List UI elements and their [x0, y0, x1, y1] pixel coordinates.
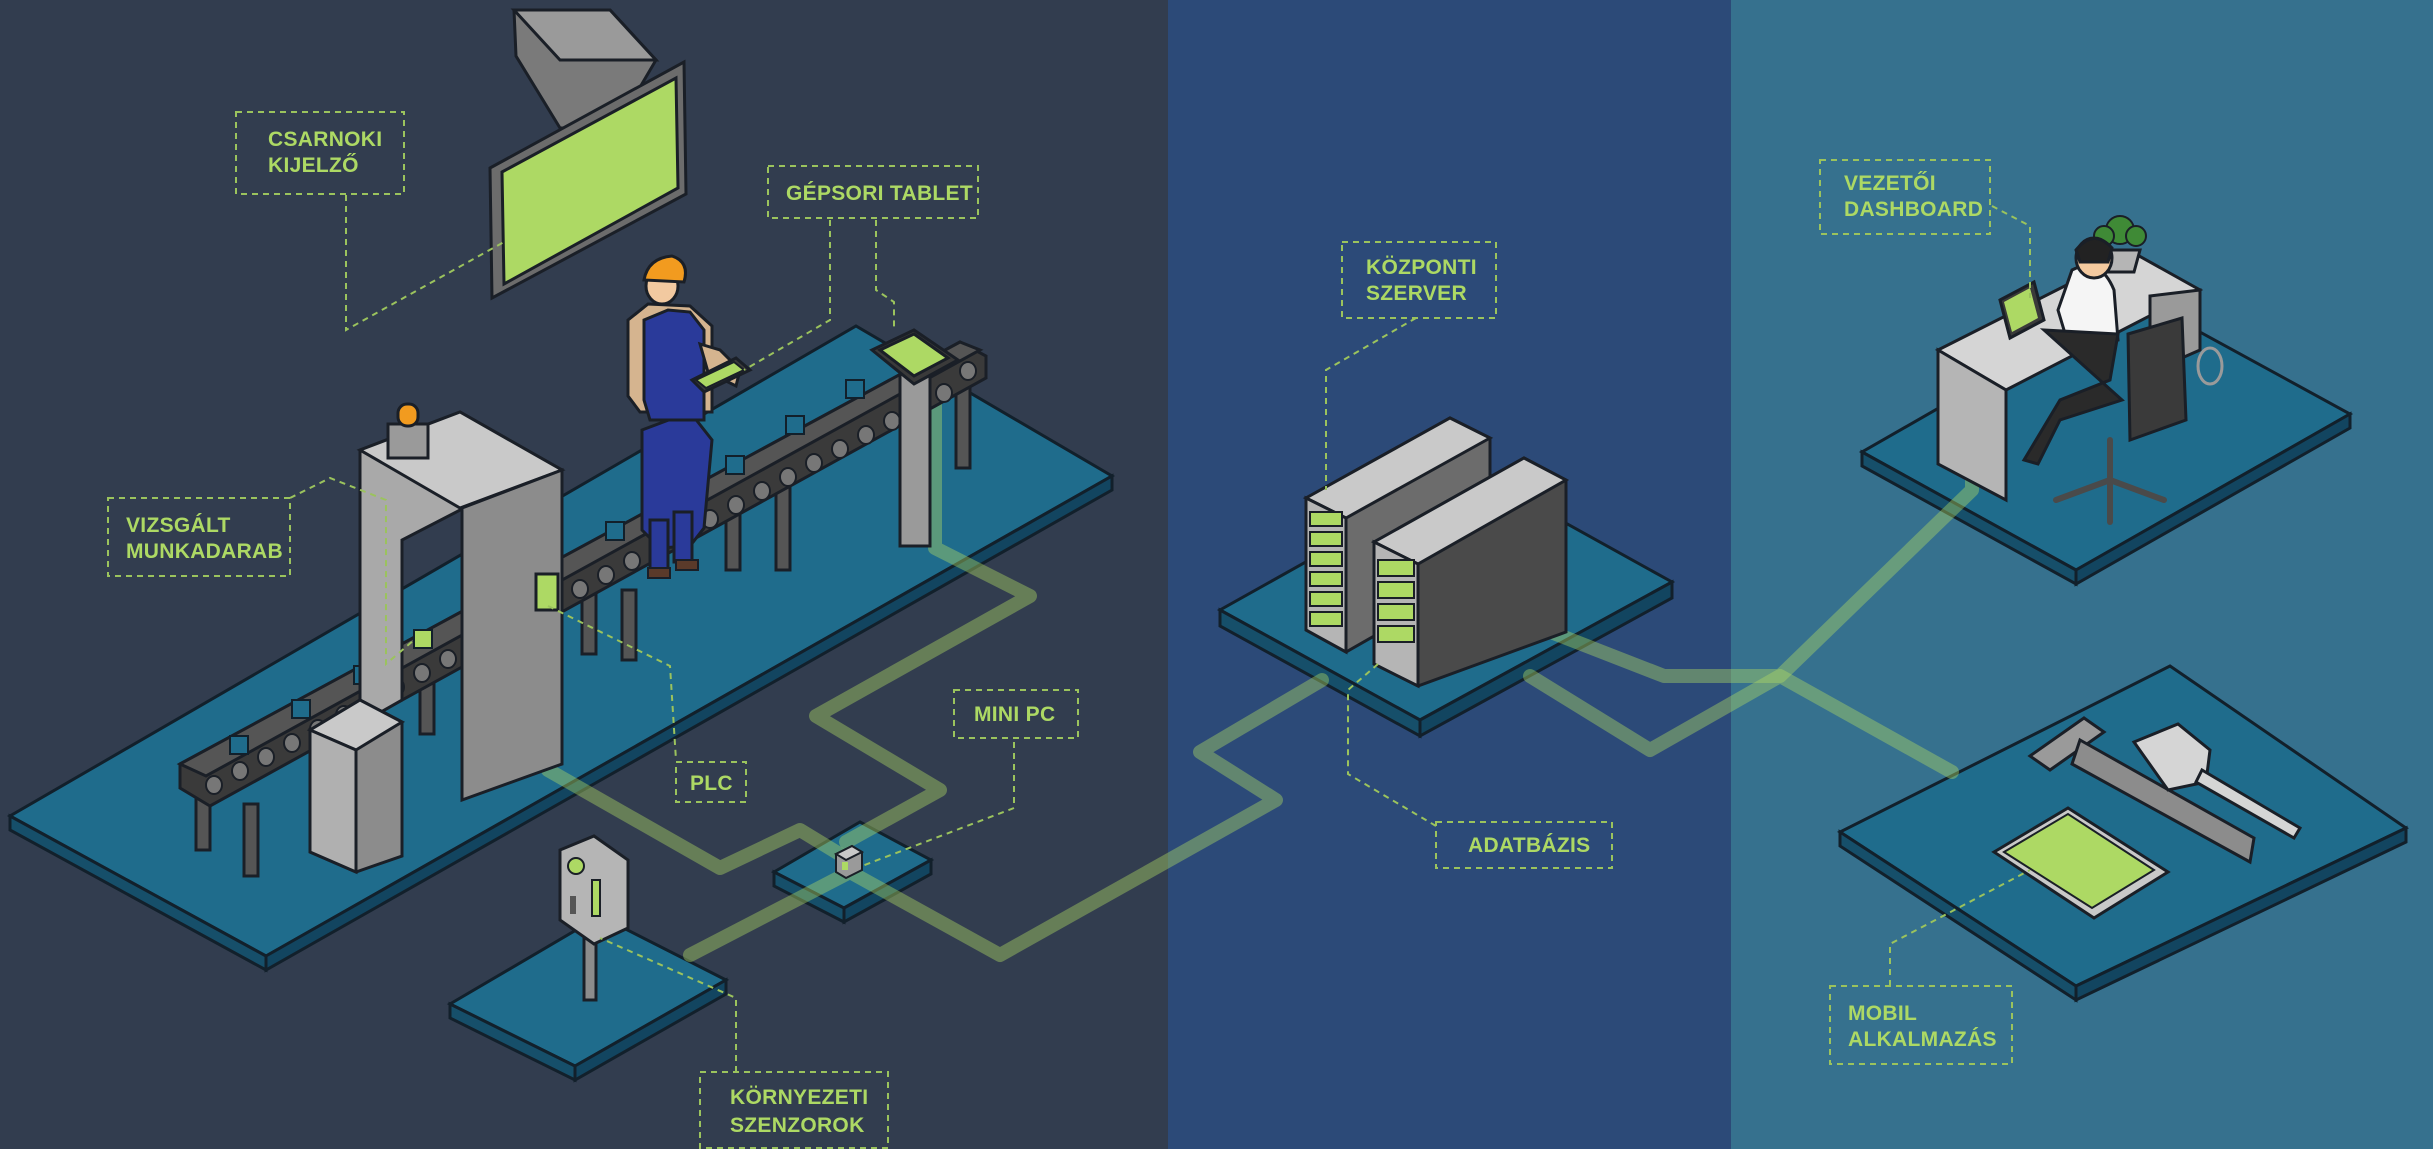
label-hall-display: CSARNOKI KIJELZŐ [235, 111, 405, 195]
label-inspected-workpiece-line1: VIZSGÁLT [126, 514, 231, 537]
label-central-server-line2: SZERVER [1366, 282, 1467, 305]
drill-icon [2131, 722, 2212, 792]
label-database: ADATBÁZIS [1435, 821, 1613, 869]
worker [626, 254, 753, 579]
label-line-tablet-text: GÉPSORI TABLET [786, 182, 973, 205]
office-platform [1858, 294, 2354, 587]
label-hall-display-line2: KIJELZŐ [268, 154, 359, 177]
line-tablet-stand [869, 328, 961, 548]
smartphone [1991, 806, 2171, 920]
tools [2027, 716, 2303, 865]
label-mini-pc-text: MINI PC [974, 703, 1055, 726]
warning-light-icon [396, 402, 420, 428]
label-mobile-app: MOBIL ALKALMAZÁS [1829, 985, 2013, 1065]
chair-icon [2126, 316, 2188, 443]
label-mobile-app-line2: ALKALMAZÁS [1848, 1028, 1997, 1051]
tablet-screen [877, 332, 951, 378]
hammer-icon [2070, 737, 2256, 865]
label-env-sensors-line2: SZENZOROK [730, 1114, 865, 1137]
mini-pc [833, 844, 865, 880]
label-manager-dashboard-line1: VEZETŐI [1844, 172, 1936, 195]
mobile-platform [1836, 664, 2409, 1003]
label-manager-dashboard: VEZETŐI DASHBOARD [1819, 159, 1991, 235]
inspected-workpiece [413, 629, 433, 649]
thermometer-icon [591, 879, 601, 917]
plc-box-icon [534, 572, 560, 612]
label-env-sensors: KÖRNYEZETI SZENZOROK [699, 1071, 889, 1149]
hall-display [488, 8, 688, 301]
label-central-server: KÖZPONTI SZERVER [1341, 241, 1497, 319]
label-central-server-line1: KÖZPONTI [1366, 256, 1477, 279]
display-screen [500, 75, 680, 287]
manager-desk [1934, 215, 2224, 525]
label-line-tablet: GÉPSORI TABLET [767, 165, 979, 219]
label-hall-display-line1: CSARNOKI [268, 128, 382, 151]
sensor-gauge-icon [567, 857, 585, 875]
label-database-text: ADATBÁZIS [1468, 834, 1590, 857]
electrical-cabinet [306, 698, 406, 875]
wastebasket-icon [2196, 346, 2224, 386]
inspection-gate [356, 402, 566, 803]
label-mini-pc: MINI PC [953, 689, 1079, 739]
label-manager-dashboard-line2: DASHBOARD [1844, 198, 1983, 221]
label-plc-text: PLC [690, 772, 733, 795]
smartphone-icon [2002, 812, 2156, 910]
sensor-station [558, 834, 630, 1002]
label-inspected-workpiece: VIZSGÁLT MUNKADARAB [107, 497, 291, 577]
label-inspected-workpiece-line2: MUNKADARAB [126, 540, 283, 563]
label-mobile-app-line1: MOBIL [1848, 1002, 1917, 1025]
label-plc: PLC [675, 761, 747, 803]
database-server [1370, 456, 1570, 689]
label-env-sensors-line1: KÖRNYEZETI [730, 1086, 868, 1109]
leader-lines [289, 195, 2031, 1072]
helmet-icon [642, 254, 687, 284]
